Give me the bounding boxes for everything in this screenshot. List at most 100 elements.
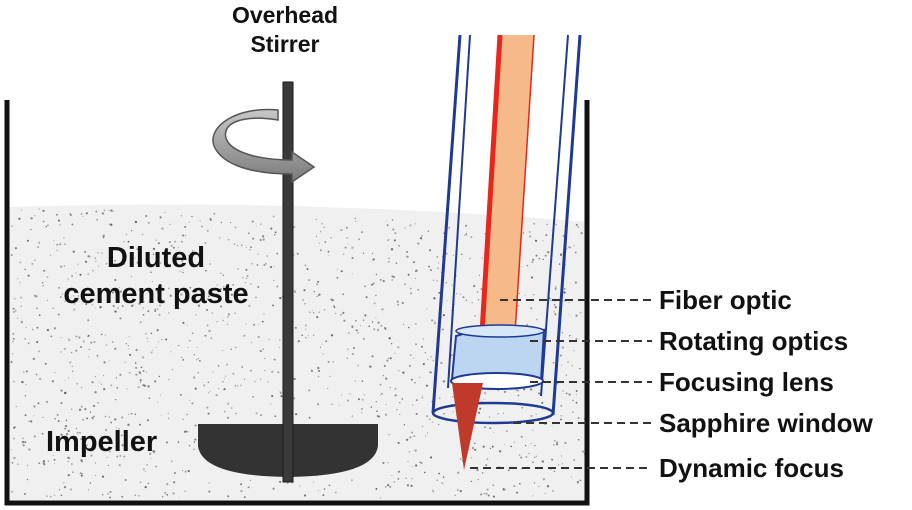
paste-speckle: [152, 247, 156, 250]
paste-speckle: [12, 333, 15, 335]
paste-speckle: [20, 209, 23, 211]
paste-speckle: [208, 329, 211, 333]
paste-speckle: [459, 458, 462, 460]
paste-speckle: [473, 284, 476, 288]
paste-speckle: [59, 223, 62, 226]
paste-speckle: [164, 492, 167, 494]
paste-speckle: [279, 339, 281, 341]
paste-speckle: [76, 431, 79, 434]
paste-speckle: [561, 346, 565, 349]
paste-speckle: [422, 362, 425, 366]
paste-speckle: [182, 358, 185, 361]
paste-speckle: [215, 293, 218, 295]
paste-speckle: [466, 234, 468, 236]
paste-speckle: [382, 461, 385, 464]
paste-speckle: [553, 303, 556, 306]
paste-speckle: [575, 390, 578, 392]
paste-speckle: [330, 298, 333, 301]
paste-speckle: [85, 444, 88, 447]
paste-speckle: [245, 323, 247, 325]
paste-speckle: [53, 239, 55, 242]
paste-speckle: [109, 301, 111, 303]
dynamic-focus-label: Dynamic focus: [659, 453, 844, 483]
paste-speckle: [154, 310, 157, 313]
paste-speckle: [232, 284, 234, 286]
paste-speckle: [446, 300, 448, 302]
paste-speckle: [390, 343, 393, 345]
paste-speckle: [134, 413, 137, 416]
paste-speckle: [568, 246, 571, 249]
paste-speckle: [338, 404, 340, 406]
paste-speckle: [184, 470, 187, 473]
paste-speckle: [38, 241, 41, 244]
paste-speckle: [421, 235, 423, 237]
paste-speckle: [384, 413, 388, 416]
paste-speckle: [468, 448, 470, 450]
paste-speckle: [170, 351, 172, 353]
paste-speckle: [421, 397, 423, 399]
paste-speckle: [182, 271, 184, 274]
paste-speckle: [414, 223, 416, 225]
paste-speckle: [263, 313, 265, 315]
paste-speckle: [533, 482, 536, 484]
paste-speckle: [244, 281, 247, 284]
paste-speckle: [507, 469, 510, 472]
paste-speckle: [309, 311, 311, 314]
paste-speckle: [386, 483, 390, 487]
paste-speckle: [564, 441, 567, 445]
paste-speckle: [242, 276, 244, 279]
paste-speckle: [259, 378, 261, 380]
paste-speckle: [336, 268, 338, 270]
paste-speckle: [177, 247, 180, 249]
paste-speckle: [230, 348, 232, 350]
paste-speckle: [146, 419, 149, 422]
paste-speckle: [398, 244, 401, 247]
paste-speckle: [30, 217, 33, 220]
paste-speckle: [273, 233, 276, 236]
paste-speckle: [103, 387, 106, 391]
paste-speckle: [159, 288, 162, 291]
paste-speckle: [388, 337, 391, 340]
paste-speckle: [562, 390, 564, 392]
paste-speckle: [195, 314, 197, 316]
paste-speckle: [224, 378, 226, 380]
paste-speckle: [437, 267, 439, 270]
paste-speckle: [316, 316, 319, 319]
paste-speckle: [258, 324, 260, 326]
paste-speckle: [261, 235, 265, 238]
paste-speckle: [397, 470, 400, 473]
paste-speckle: [301, 334, 304, 337]
paste-speckle: [393, 239, 396, 242]
paste-speckle: [311, 309, 313, 311]
paste-speckle: [560, 404, 563, 407]
paste-speckle: [73, 295, 75, 297]
paste-speckle: [566, 248, 568, 250]
paste-speckle: [143, 301, 145, 303]
paste-speckle: [27, 342, 30, 345]
paste-speckle: [276, 252, 278, 255]
paste-speckle: [224, 375, 227, 377]
paste-speckle: [217, 365, 220, 367]
paste-speckle: [254, 380, 256, 383]
paste-speckle: [385, 404, 387, 405]
paste-speckle: [60, 433, 63, 436]
paste-speckle: [103, 361, 106, 364]
paste-speckle: [249, 479, 252, 482]
paste-speckle: [323, 226, 325, 229]
paste-speckle: [206, 230, 209, 232]
paste-speckle: [64, 380, 66, 382]
paste-speckle: [30, 228, 32, 231]
paste-speckle: [209, 218, 212, 222]
paste-speckle: [125, 430, 128, 433]
paste-speckle: [178, 345, 180, 347]
paste-speckle: [10, 449, 12, 451]
paste-speckle: [459, 489, 462, 493]
paste-speckle: [173, 472, 176, 474]
paste-speckle: [45, 495, 48, 498]
paste-speckle: [379, 279, 382, 281]
paste-speckle: [88, 356, 90, 358]
paste-speckle: [361, 411, 363, 414]
paste-speckle: [25, 370, 28, 373]
paste-speckle: [327, 360, 330, 363]
